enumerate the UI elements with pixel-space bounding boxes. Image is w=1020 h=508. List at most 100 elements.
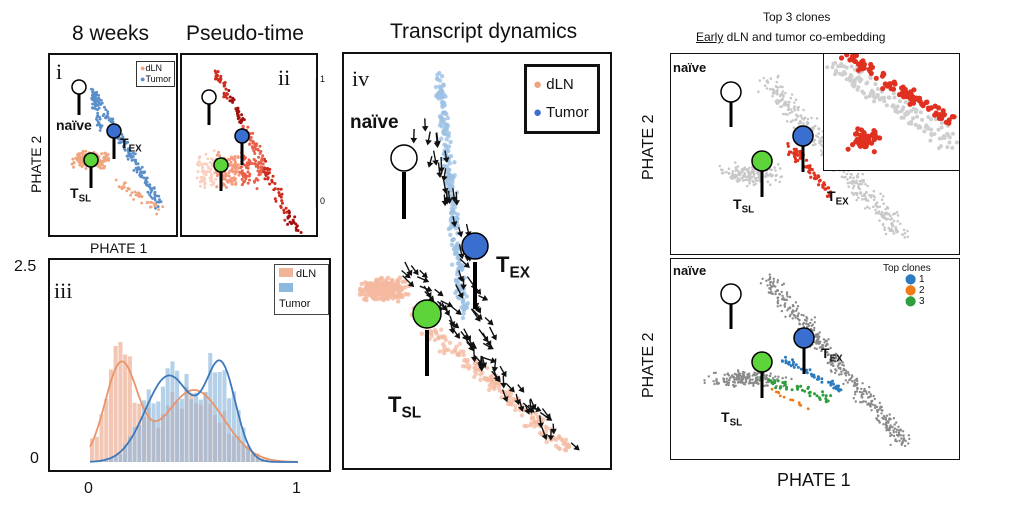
point	[803, 116, 807, 119]
point	[100, 99, 103, 102]
point	[796, 108, 800, 112]
point	[775, 89, 779, 93]
point	[452, 347, 458, 352]
point	[443, 94, 448, 99]
point	[234, 161, 237, 165]
point	[834, 360, 837, 363]
point	[102, 112, 106, 116]
point	[215, 185, 219, 189]
point	[214, 177, 218, 181]
point	[892, 219, 896, 223]
point	[451, 246, 457, 252]
point	[447, 161, 453, 166]
point	[385, 280, 390, 286]
point	[885, 414, 889, 417]
point	[844, 374, 848, 377]
point	[771, 285, 774, 288]
panel-i-xlabel: PHATE 1	[90, 240, 148, 256]
point	[196, 170, 200, 174]
point	[712, 380, 715, 383]
point	[954, 140, 959, 145]
point	[806, 407, 810, 411]
tex-label-rb-t: T	[821, 345, 830, 361]
point	[836, 364, 840, 368]
point	[850, 57, 856, 63]
histogram-bar	[246, 445, 251, 462]
point	[774, 178, 777, 182]
point	[884, 103, 889, 108]
point	[395, 285, 401, 290]
point	[818, 398, 822, 401]
point	[864, 400, 867, 403]
point	[932, 132, 937, 136]
panel-ii-numeral: ii	[278, 65, 291, 90]
right-top-ylabel: PHATE 2	[640, 114, 657, 181]
point	[791, 305, 795, 308]
point	[276, 187, 280, 191]
point	[144, 178, 148, 182]
point	[856, 387, 859, 391]
point	[889, 214, 892, 218]
point	[199, 184, 202, 188]
point	[759, 282, 763, 285]
point	[248, 178, 251, 182]
point	[896, 214, 900, 217]
point	[236, 112, 239, 116]
point	[790, 388, 794, 392]
point	[519, 413, 525, 418]
point	[745, 376, 748, 379]
point	[781, 283, 784, 287]
point	[744, 175, 747, 178]
point	[761, 277, 764, 280]
point	[823, 187, 827, 191]
velocity-arrowhead	[406, 269, 413, 277]
point	[152, 187, 156, 190]
point	[825, 65, 830, 70]
point	[848, 78, 853, 83]
velocity-arrowhead	[460, 284, 467, 290]
point	[884, 232, 888, 236]
point	[440, 103, 445, 108]
point	[746, 184, 749, 188]
point	[897, 425, 900, 428]
point	[946, 120, 952, 126]
point	[553, 443, 559, 449]
point	[817, 132, 820, 135]
point	[863, 194, 867, 197]
point	[725, 380, 729, 383]
point	[839, 367, 842, 371]
point	[126, 186, 130, 190]
point	[218, 78, 222, 82]
tex-label-i-sub: EX	[128, 143, 142, 155]
point	[778, 100, 781, 104]
point	[821, 393, 825, 397]
point	[918, 110, 923, 115]
point	[770, 381, 774, 384]
point	[879, 73, 886, 79]
point	[746, 373, 749, 376]
point	[834, 354, 837, 358]
point	[940, 136, 945, 141]
point	[771, 91, 775, 95]
point	[293, 215, 297, 219]
point	[727, 374, 731, 377]
point	[907, 434, 910, 437]
point	[723, 373, 726, 376]
point	[823, 341, 826, 344]
point	[795, 117, 798, 121]
point	[290, 222, 293, 226]
point	[138, 167, 142, 171]
point	[445, 123, 451, 129]
point	[824, 394, 828, 398]
point	[887, 428, 890, 432]
point	[846, 381, 849, 384]
point	[371, 284, 376, 289]
point	[884, 417, 888, 420]
point	[848, 73, 853, 78]
point	[855, 198, 858, 202]
point	[463, 364, 468, 369]
point	[442, 334, 448, 340]
point	[135, 168, 139, 172]
point	[868, 65, 874, 71]
point	[929, 132, 934, 136]
